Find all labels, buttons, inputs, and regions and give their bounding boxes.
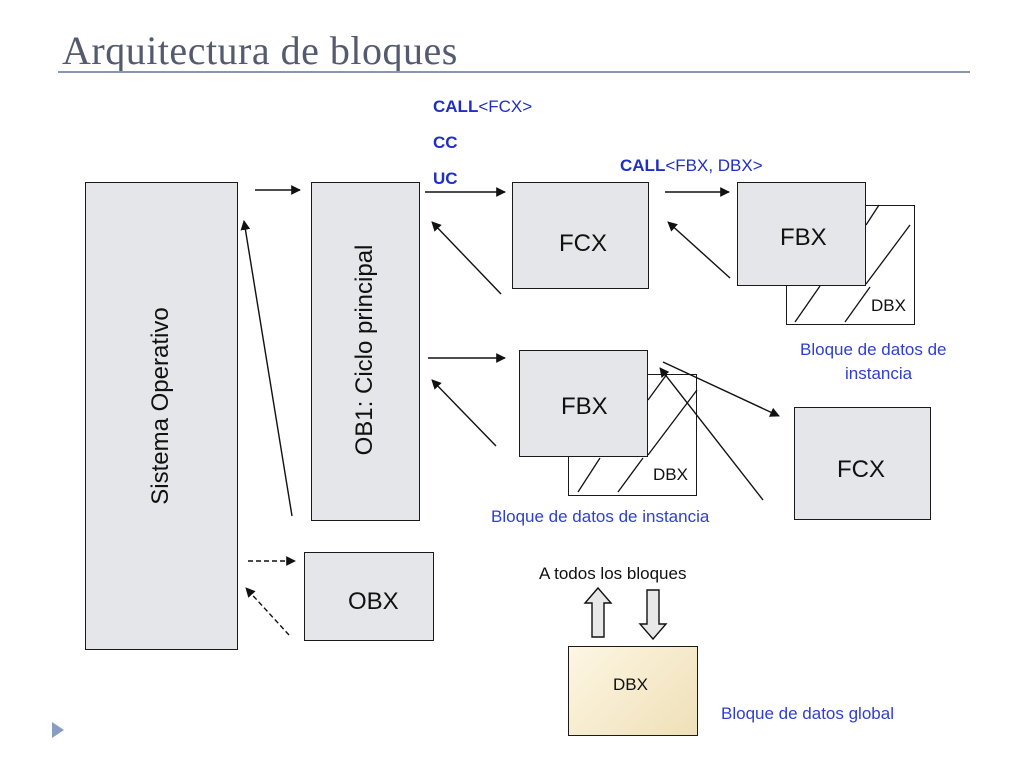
up-block-arrow: [583, 586, 613, 638]
ob1-block: [311, 182, 420, 521]
fbx-top-block: [737, 182, 866, 286]
obx-block: [304, 552, 434, 641]
call-fcx-annotation: CALL<FCX>: [433, 97, 532, 117]
fbx-mid-block: [519, 350, 648, 457]
dbx-mid-hatching: [577, 373, 698, 493]
dbx-global-block: [568, 646, 698, 736]
fcx-top-block: [512, 182, 649, 289]
slide-bullet-icon: [52, 722, 64, 738]
dbx-global-label: DBX: [613, 675, 648, 694]
call-fcx-target: <FCX>: [478, 97, 533, 116]
call2-keyword: CALL: [620, 156, 666, 175]
instancia-mid-caption: Bloque de datos de instancia: [491, 507, 710, 526]
a-todos-caption: A todos los bloques: [539, 564, 687, 583]
instancia-top-caption-line2: instancia: [845, 364, 913, 383]
sistema-operativo-block: [85, 182, 238, 650]
title-underline: [58, 71, 970, 73]
call-fbx-dbx-target: <FBX, DBX>: [665, 156, 763, 175]
instancia-top-caption-line1: Bloque de datos de: [800, 340, 947, 359]
global-access-arrows: [583, 586, 668, 641]
fcx-top-label: FCX: [559, 230, 607, 257]
fbx-mid-label: FBX: [561, 393, 608, 420]
global-caption: Bloque de datos global: [721, 704, 894, 723]
uc-annotation: UC: [433, 169, 458, 188]
call-keyword: CALL: [433, 97, 479, 116]
dbx-top-hatching: [794, 204, 911, 323]
down-block-arrow: [638, 589, 668, 641]
fcx-right-block: [794, 407, 931, 520]
page-title: Arquitectura de bloques: [62, 28, 458, 73]
cc-annotation: CC: [433, 133, 458, 152]
fbx-top-label: FBX: [780, 224, 827, 251]
call-arrows: [240, 185, 780, 636]
call-fbx-dbx-annotation: CALL<FBX, DBX>: [620, 156, 763, 176]
dbx-top-label: DBX: [871, 296, 906, 315]
dbx-mid-label: DBX: [653, 465, 688, 484]
obx-label: OBX: [348, 588, 399, 615]
fcx-right-label: FCX: [837, 456, 885, 483]
